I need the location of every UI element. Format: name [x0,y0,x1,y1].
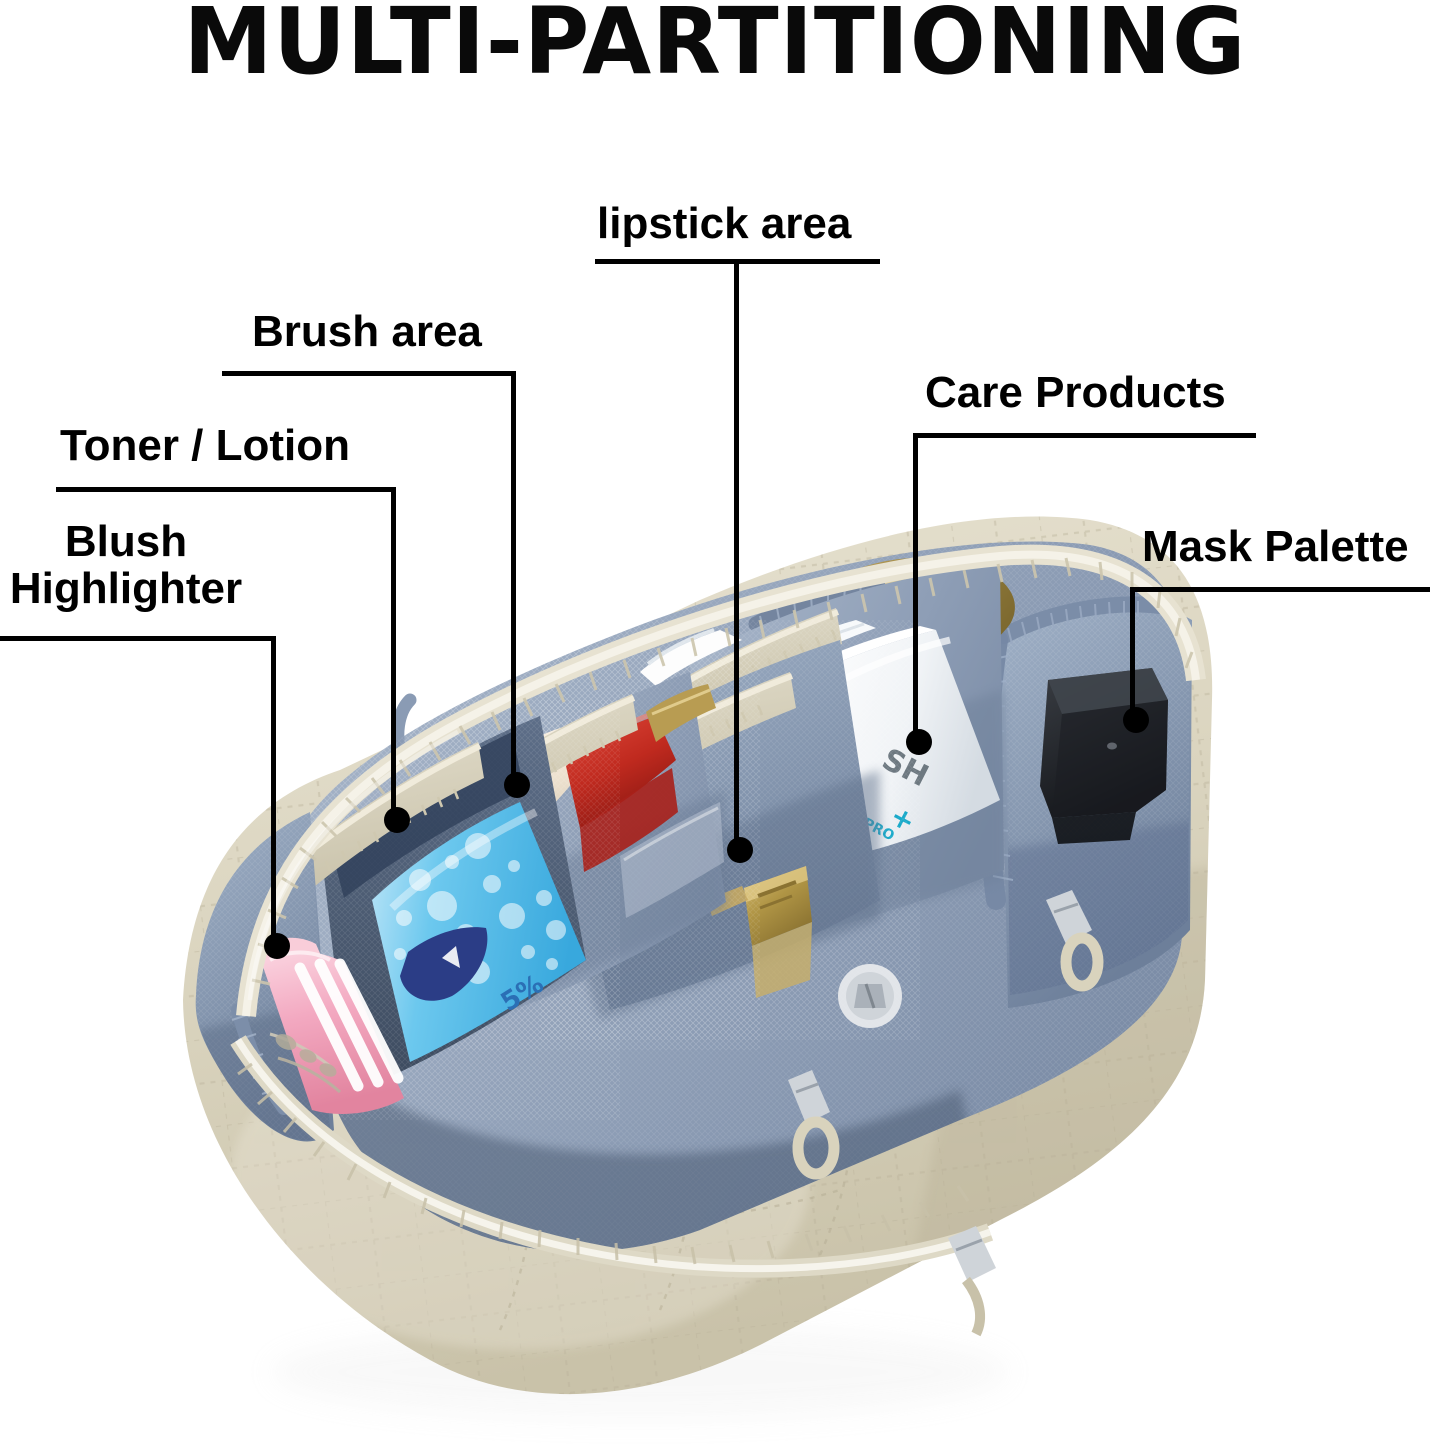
callout-label-lipstick-area: lipstick area [597,199,852,248]
callout-dot-toner-lotion [384,807,410,833]
callout-label-line: lipstick area [597,199,852,248]
callout-label-line: Blush [64,517,188,566]
callout-label-brush-area: Brush area [252,307,482,356]
callout-stem-lipstick-area [734,259,739,850]
callout-stem-mask-palette [1130,587,1135,720]
callout-label-line: Highlighter [9,563,243,613]
callout-dot-brush-area [504,772,530,798]
callout-stem-brush-area [511,371,516,785]
callout-label-toner-lotion: Toner / Lotion [60,421,351,470]
callout-rule-brush-area [222,371,515,376]
brand-logo-plate [269,1032,341,1094]
page-title: MULTI-PARTITIONING [183,0,1247,95]
callout-stem-care-products [913,433,918,742]
callout-dot-lipstick-area [727,837,753,863]
callout-label-line: Care Products [925,368,1226,417]
silver-compact-item [838,964,902,1028]
callout-dot-care-products [906,729,932,755]
front-zipper-pull [948,1226,996,1337]
callout-stem-toner-lotion [391,487,396,820]
callout-rule-mask-palette [1130,587,1430,592]
front-zipper [230,1035,996,1337]
callout-label-line: Brush area [252,307,482,356]
callout-label-care-products: Care Products [925,368,1226,417]
callout-dot-blush-highlighter [264,933,290,959]
main-zipper-arc [236,544,1206,1017]
zipper-pull-center [788,1070,840,1180]
callout-rule-blush-highlighter [0,636,276,641]
callout-rule-toner-lotion [56,487,396,492]
callout-dot-mask-palette [1123,707,1149,733]
callout-label-mask-palette: Mask Palette [1142,522,1409,571]
callout-label-line: Mask Palette [1142,522,1409,571]
callout-stem-blush-highlighter [271,636,276,946]
right-zipper-pull [1046,890,1104,992]
callout-label-line: Toner / Lotion [60,421,351,470]
callout-rule-care-products [913,433,1256,438]
